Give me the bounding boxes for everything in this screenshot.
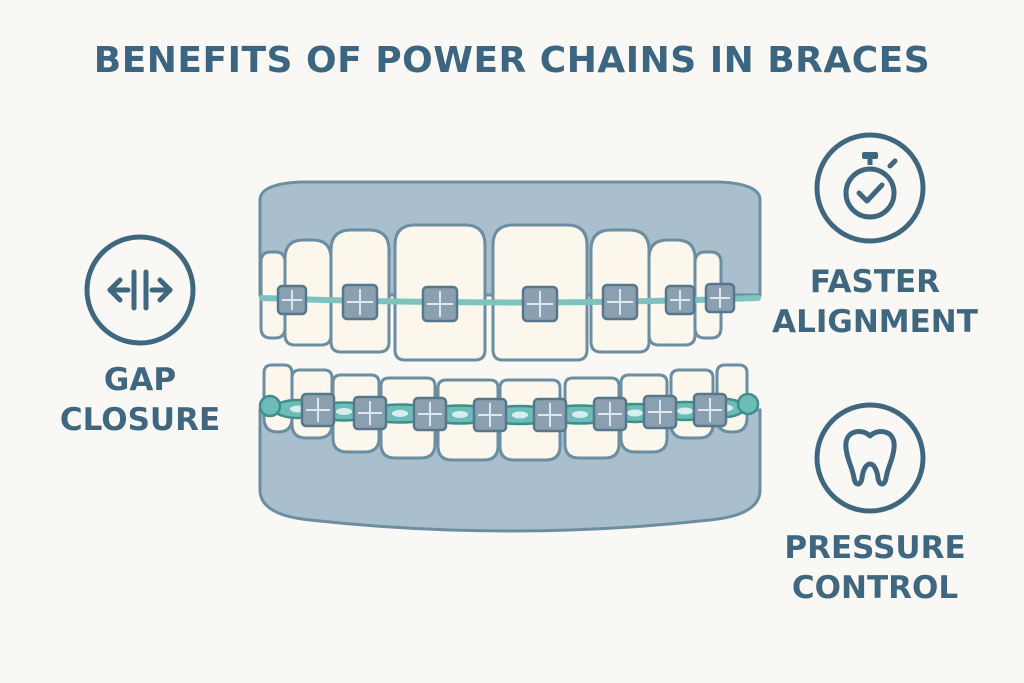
benefit-gap-closure-line1: GAP <box>103 362 177 398</box>
power-chain-end <box>258 394 282 418</box>
power-chain-end <box>736 392 760 416</box>
benefit-gap-closure-label: GAP CLOSURE <box>40 360 240 440</box>
stopwatch-check-icon <box>814 132 926 244</box>
benefit-pressure-control-label: PRESSURE CONTROL <box>770 528 980 608</box>
power-chain-hole <box>627 409 643 417</box>
benefit-faster-alignment-line2: ALIGNMENT <box>772 304 978 340</box>
power-chain-hole <box>677 407 693 415</box>
power-chain-hole <box>512 411 528 419</box>
benefit-pressure-control-line2: CONTROL <box>791 570 959 606</box>
benefit-faster-alignment-label: FASTER ALIGNMENT <box>770 262 980 342</box>
upper-brackets <box>276 282 736 323</box>
tooth-icon <box>814 402 926 514</box>
page-title: BENEFITS OF POWER CHAINS IN BRACES <box>93 40 931 81</box>
power-chain-hole <box>336 408 352 415</box>
benefit-gap-closure-line2: CLOSURE <box>59 402 221 438</box>
power-chain-hole <box>452 411 468 418</box>
braces-illustration <box>258 180 762 533</box>
power-chain-hole <box>572 411 588 418</box>
lower-brackets <box>300 392 728 433</box>
power-chain-hole <box>392 410 408 417</box>
gap-closure-arrows-icon <box>84 234 196 346</box>
benefit-pressure-control-line1: PRESSURE <box>784 530 966 566</box>
benefit-faster-alignment-line1: FASTER <box>809 264 941 300</box>
